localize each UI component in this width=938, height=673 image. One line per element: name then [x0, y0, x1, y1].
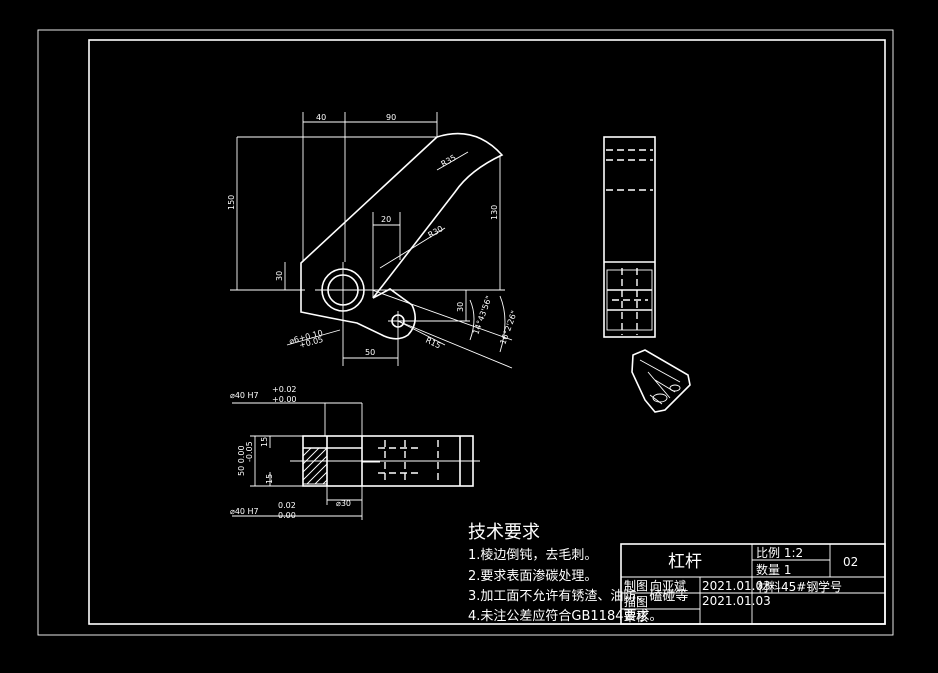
tb-drawn-by: 向亚斌 — [650, 578, 686, 593]
tb-drawn-date: 2021.01.03 — [702, 579, 771, 593]
angle-arc-2 — [499, 295, 506, 353]
inner-border — [88, 39, 886, 625]
dim-30-right: 30 — [456, 302, 465, 312]
outer-border — [37, 29, 894, 636]
title-block-frame — [620, 543, 886, 625]
lever-outline — [300, 132, 504, 340]
tb-drawn-date-2: 2021.01.03 — [702, 594, 771, 608]
angle-ray-1 — [397, 320, 513, 369]
iso-bore — [652, 393, 668, 403]
dim-bore-bottom-tol-up: 0.02 — [278, 501, 296, 510]
dim-30-left: 30 — [275, 271, 284, 281]
section-hatch — [302, 447, 328, 485]
tb-drawing-no: 02 — [843, 555, 858, 569]
iso-hole — [669, 384, 681, 392]
title-block: 杠杆 比例 1:2 数量 1 02 制图 向亚斌 2021.01.03 材料45… — [620, 543, 886, 625]
dim-angle-2: 16°2'26" — [498, 309, 519, 345]
dim-bore-bottom-tol-low: 0.00 — [278, 511, 296, 520]
leader-r15 — [397, 320, 446, 346]
section-view: ⌀40 H7 +0.02 +0.00 ⌀40 H7 0.02 0.00 15 1… — [230, 385, 480, 520]
dim-150: 150 — [227, 195, 236, 210]
requirement-4: 4.未注公差应符合GB1184要求。 — [468, 608, 662, 624]
dim-bore-top-tol-up: +0.02 — [272, 385, 297, 394]
requirement-1: 1.棱边倒钝，去毛刺。 — [468, 547, 597, 563]
tb-part-name: 杠杆 — [668, 552, 702, 572]
angle-ray-2 — [371, 289, 513, 341]
dim-50-tol-2: -0.05 — [245, 441, 254, 462]
leader-r30 — [379, 227, 446, 269]
tb-checked-label: 审核 — [624, 609, 648, 624]
tb-material: 材料45#钢 — [757, 580, 818, 594]
technical-requirements: 技术要求 1.棱边倒钝，去毛刺。 2.要求表面渗碳处理。 3.加工面不允许有锈渣… — [468, 522, 688, 624]
side-view — [603, 136, 656, 338]
tb-traced-label: 描图 — [624, 595, 648, 609]
dim-50: 50 — [365, 348, 375, 357]
dim-20: 20 — [381, 215, 391, 224]
dim-r35: R35 — [440, 153, 458, 169]
side-boss-detail — [606, 269, 653, 331]
dim-130: 130 — [490, 205, 499, 220]
leader-hole — [286, 329, 341, 346]
tb-quantity: 数量 1 — [756, 562, 791, 577]
iso-outline — [631, 349, 691, 413]
tb-drawn-label: 制图 — [624, 579, 648, 593]
dim-30-section: ⌀30 — [336, 499, 351, 508]
front-view: 40 90 150 30 130 30 20 50 R35 R30 R15 ⌀6… — [227, 112, 519, 369]
side-outline — [603, 136, 656, 338]
requirement-2: 2.要求表面渗碳处理。 — [468, 569, 597, 584]
hatch-lines — [302, 447, 328, 485]
dim-15a: 15 — [260, 437, 269, 447]
dim-15b: 15 — [265, 474, 274, 484]
isometric-view — [631, 349, 691, 413]
tb-school: 学号 — [818, 579, 842, 594]
dim-bore-bottom: ⌀40 H7 — [230, 507, 259, 516]
tb-scale: 比例 1:2 — [756, 546, 803, 560]
dim-40: 40 — [316, 113, 326, 122]
requirements-title: 技术要求 — [468, 522, 540, 543]
iso-details — [639, 359, 681, 405]
leader-r35 — [436, 151, 469, 171]
dim-90: 90 — [386, 113, 396, 122]
dim-bore-top: ⌀40 H7 — [230, 391, 259, 400]
dim-50-tol: 50 0.00 — [237, 445, 246, 476]
angle-arc-1 — [469, 299, 475, 341]
requirement-3: 3.加工面不允许有锈渣、油防、磕碰等 — [468, 588, 688, 604]
dim-bore-top-tol-low: +0.00 — [272, 395, 297, 404]
